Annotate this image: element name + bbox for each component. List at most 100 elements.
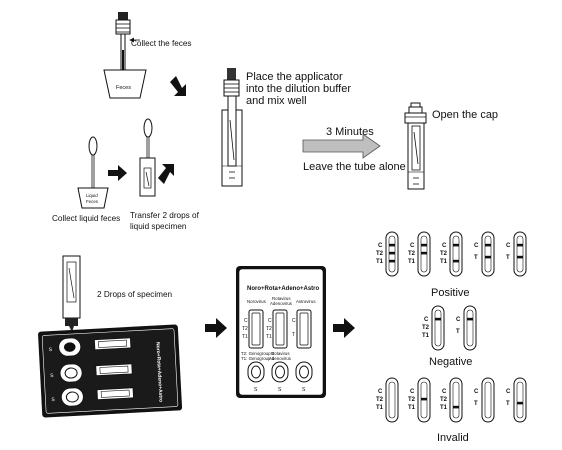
- liquid-container-label-2: Feces: [86, 199, 99, 204]
- right-arrow-icon: [302, 133, 381, 159]
- svg-text:Noro+Rota+Adeno+Astro: Noro+Rota+Adeno+Astro: [154, 342, 163, 402]
- strip-line: [453, 243, 459, 247]
- cassette-s-2: S: [278, 387, 282, 393]
- strip-label: T2: [440, 251, 448, 257]
- collect-feces-caption: Collect the feces: [131, 39, 192, 48]
- feces-collection-illustration: Feces: [103, 12, 147, 99]
- strip-line: [485, 255, 491, 259]
- arrow-right-icon: [108, 165, 127, 181]
- leave-tube-caption: Leave the tube alone: [303, 161, 406, 173]
- invalid-strip-5: CT: [506, 377, 527, 423]
- cassette-s-1: S: [254, 387, 258, 393]
- strip-line: [485, 243, 491, 247]
- tilted-sample-label-3: S: [51, 397, 55, 403]
- cassette-t-3: T: [292, 332, 295, 338]
- strip-label: T: [456, 329, 460, 335]
- cassette-t1-1: T1: [242, 334, 248, 340]
- strip-label: T2: [408, 251, 416, 257]
- strip-label: C: [410, 243, 415, 249]
- noro-sub-1: T2: Genogroup 2: [241, 351, 275, 356]
- strip-line: [517, 243, 523, 247]
- strip-line: [421, 251, 427, 255]
- arrow-right-icon: [205, 318, 227, 338]
- cassette-title: Noro+Rota+Adeno+Astro: [247, 286, 320, 292]
- strip-line: [389, 259, 395, 263]
- positive-strip-5: CT: [506, 231, 527, 277]
- liquid-container-label-1: Liquid: [86, 193, 98, 198]
- arrow-right-icon: [333, 318, 355, 338]
- dropper-tube-illustration: [62, 255, 81, 332]
- strip-label: T: [506, 255, 510, 261]
- cassette-front-view: Noro+Rota+Adeno+Astro Norovirus Rotaviru…: [236, 266, 326, 398]
- tilted-cassette: S S S: [38, 324, 183, 418]
- strip-label: T2: [422, 325, 430, 331]
- strip-line: [467, 317, 473, 321]
- cassette-t2-2: T2: [266, 326, 272, 332]
- rota-sub-2: Adenovirus: [269, 356, 292, 361]
- rota-header-1: Rotavirus: [272, 296, 291, 301]
- noro-sub-2: T1: Genogroup 1: [241, 356, 275, 361]
- arrow-up-right-icon: [158, 164, 174, 184]
- strip-label: C: [424, 317, 429, 323]
- rota-header-2: Adenovirus: [270, 301, 293, 306]
- place-applicator-caption-line-1: Place the applicator: [246, 71, 343, 83]
- strip-label: C: [378, 243, 383, 249]
- strip-label: C: [378, 389, 383, 395]
- cassette-c-3: C: [292, 318, 296, 324]
- transfer-caption-line-2: liquid specimen: [130, 222, 187, 231]
- strip-label: C: [474, 243, 479, 249]
- negative-heading: Negative: [429, 356, 472, 368]
- liquid-feces-illustration: Liquid Feces: [77, 136, 109, 209]
- strip-label: C: [506, 243, 511, 249]
- strip-label: T1: [408, 405, 416, 411]
- open-tube-illustration: [404, 102, 427, 190]
- transfer-tube-illustration: [139, 118, 156, 197]
- invalid-strip-4: CT: [474, 377, 495, 423]
- strip-line: [435, 317, 441, 321]
- strip-label: T: [474, 401, 478, 407]
- strip-label: T2: [408, 397, 416, 403]
- cassette-c-2: C: [268, 318, 272, 324]
- strip-line: [421, 397, 427, 401]
- strip-label: T2: [440, 397, 448, 403]
- tilted-sample-label-1: S: [49, 347, 53, 353]
- cassette-c-1: C: [244, 318, 248, 324]
- strip-label: C: [506, 389, 511, 395]
- astro-header: Astrovirus: [296, 299, 316, 304]
- strip-label: C: [442, 389, 447, 395]
- place-applicator-caption-line-2: into the dilution buffer: [246, 83, 351, 95]
- cassette-t2-1: T2: [242, 326, 248, 332]
- negative-strip-2: CT: [456, 305, 477, 351]
- tilted-sample-label-2: S: [50, 373, 54, 379]
- strip-label: T1: [408, 259, 416, 265]
- tilted-cassette-title: Noro+Rota+Adeno+Astro: [154, 342, 163, 402]
- strip-label: T2: [376, 397, 384, 403]
- tube-with-applicator-illustration: [221, 68, 243, 187]
- strip-label: C: [442, 243, 447, 249]
- strip-label: T1: [376, 405, 384, 411]
- positive-heading: Positive: [431, 287, 470, 299]
- strip-line: [517, 401, 523, 405]
- strip-line: [389, 251, 395, 255]
- invalid-heading: Invalid: [437, 432, 469, 444]
- strip-line: [453, 405, 459, 409]
- strip-line: [453, 259, 459, 263]
- drops-caption: 2 Drops of specimen: [97, 290, 173, 299]
- positive-strip-4: CT: [474, 231, 495, 277]
- strip-label: T1: [440, 405, 448, 411]
- strip-line: [421, 243, 427, 247]
- strip-label: T1: [376, 259, 384, 265]
- strip-label: T: [474, 255, 478, 261]
- collect-liquid-caption: Collect liquid feces: [52, 214, 120, 223]
- rota-sub-1: Rotavirus: [271, 351, 290, 356]
- cassette-s-3: S: [302, 387, 306, 393]
- place-applicator-caption-line-3: and mix well: [246, 95, 307, 107]
- strip-label: T2: [376, 251, 384, 257]
